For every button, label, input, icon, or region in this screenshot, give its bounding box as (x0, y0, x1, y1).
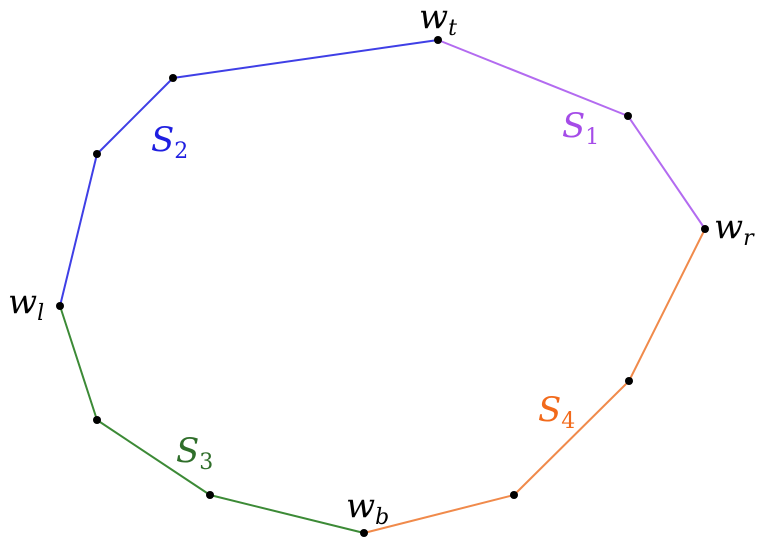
vertex-w-r (701, 225, 709, 233)
vertex-s4-b (625, 377, 633, 385)
vertex-s1-mid (624, 112, 632, 120)
label-s3: S3 (176, 431, 213, 475)
label-s2: S2 (151, 120, 188, 164)
label-w-b: wb (346, 486, 389, 530)
vertex-w-b (360, 529, 368, 537)
label-s4: S4 (538, 390, 575, 434)
vertex-s2-a (169, 74, 177, 82)
vertex-s3-b (206, 491, 214, 499)
label-w-l: wl (8, 282, 44, 326)
vertex-s2-b (93, 150, 101, 158)
vertex-s4-a (510, 491, 518, 499)
label-w-t: wt (419, 0, 457, 41)
label-w-r: wr (714, 207, 755, 251)
vertex-w-t (434, 36, 442, 44)
vertex-w-l (56, 302, 64, 310)
chain-s2-edges (59, 39, 439, 307)
vertex-s3-a (93, 416, 101, 424)
chain-s4-edges (363, 228, 706, 534)
label-s1: S1 (562, 106, 599, 150)
chain-s3-edges (59, 305, 365, 534)
